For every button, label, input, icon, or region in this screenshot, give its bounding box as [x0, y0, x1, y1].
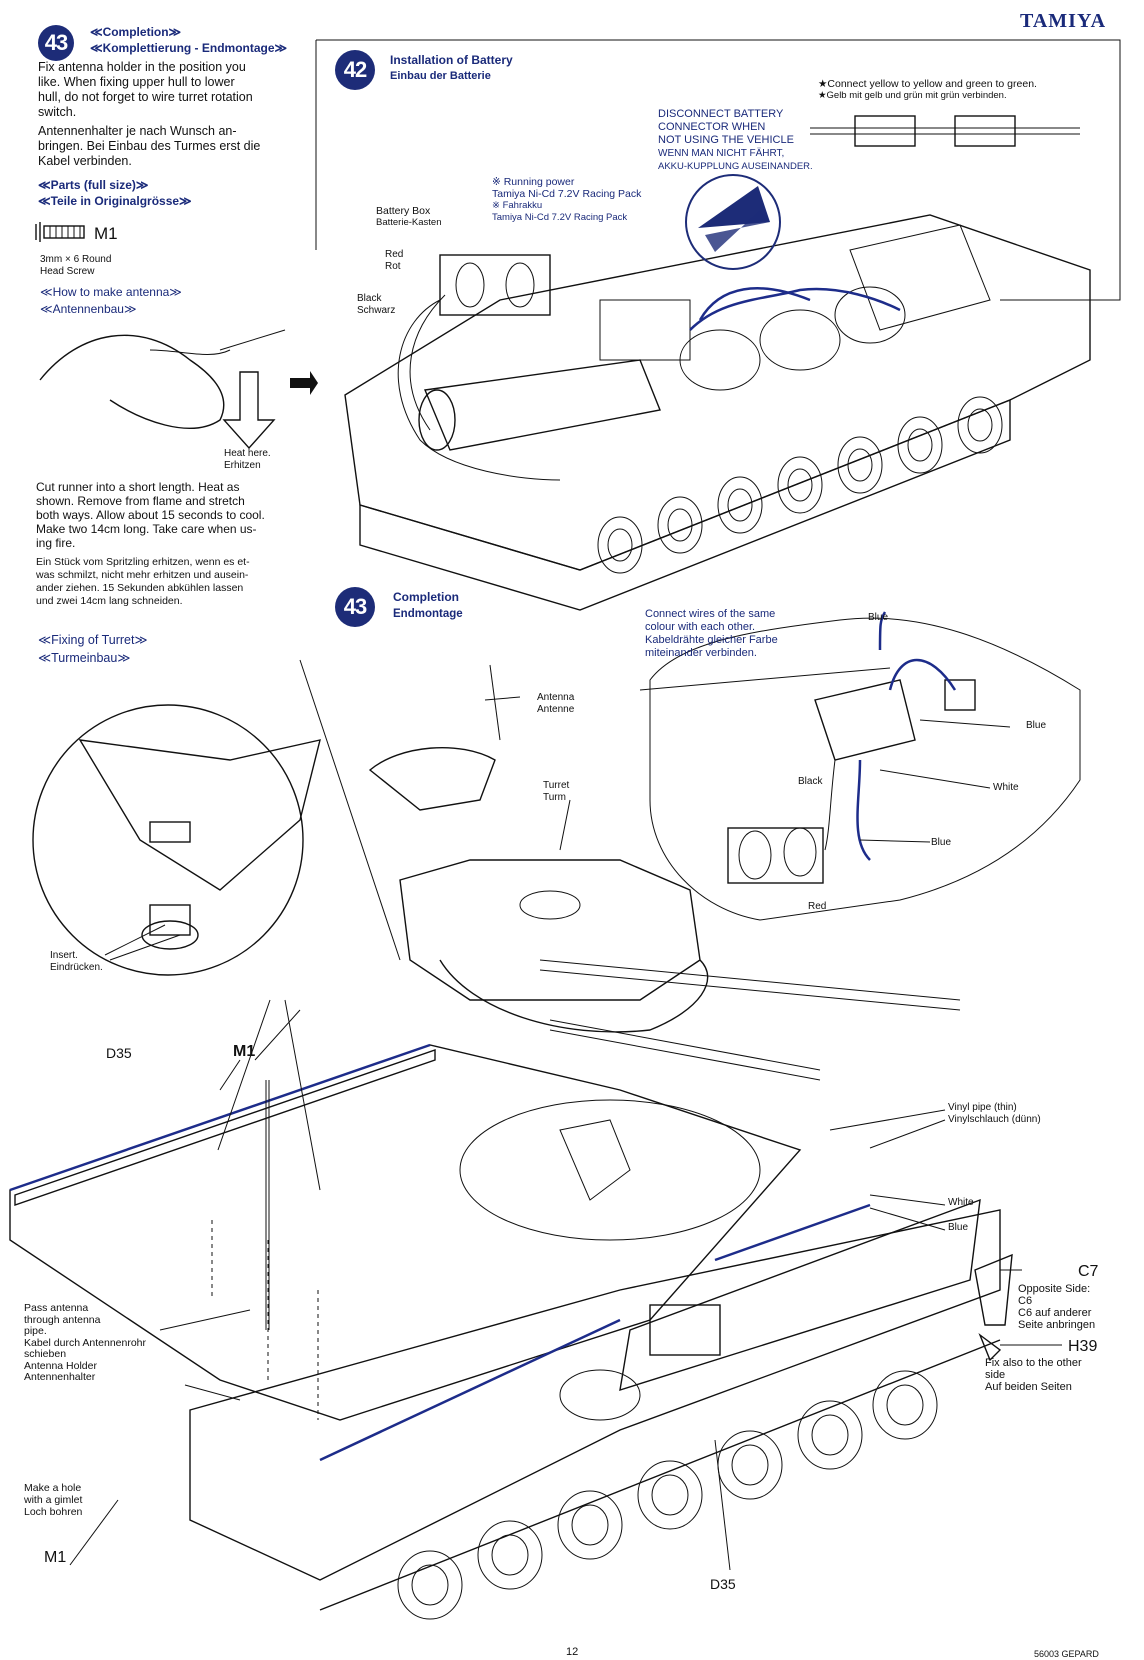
step43-title-de: Endmontage: [393, 608, 463, 620]
wiring-inset: [639, 611, 1081, 921]
upper-hull-drawing: [9, 1043, 981, 1462]
antenna-heading-de: ≪Antennenbau≫: [40, 302, 137, 316]
turret-drawing: [299, 659, 961, 1081]
lower-hull-step42: [344, 214, 1091, 611]
part-d35-bottom: D35: [710, 1576, 736, 1592]
screw-code: M1: [94, 224, 118, 243]
wire-red: Red: [808, 901, 827, 912]
connector-detail: [810, 115, 1080, 147]
left-title-en: ≪Completion≫: [90, 25, 182, 39]
cut-instructions-de: Ein Stück vom Spritzling erhitzen, wenn …: [36, 556, 250, 607]
part-m1-top: M1: [233, 1043, 256, 1060]
step42-title-de: Einbau der Batterie: [390, 70, 491, 82]
antenna-heading-en: ≪How to make antenna≫: [40, 285, 182, 299]
parts-heading-de: ≪Teile in Originalgrösse≫: [38, 194, 192, 208]
heat-here-label: Heat here.Erhitzen: [224, 448, 271, 471]
part-m1-bottom: M1: [44, 1549, 67, 1566]
turret-heading-de: ≪Turmeinbau≫: [38, 651, 131, 665]
turret-fixing-detail: [32, 704, 321, 976]
part-c7: C7: [1078, 1263, 1099, 1280]
parts-heading-en: ≪Parts (full size)≫: [38, 178, 149, 192]
antenna-stretch-sketch: [39, 329, 318, 450]
vinyl-pipe-label: Vinyl pipe (thin)Vinylschlauch (dünn): [948, 1102, 1041, 1125]
page-number: 12: [566, 1646, 579, 1658]
leader-lines: [69, 696, 1062, 1571]
step-badge-43: 43: [335, 587, 375, 627]
battery-arrow-icon: [685, 174, 781, 270]
step42-title-en: Installation of Battery: [390, 53, 513, 67]
insert-label: Insert.Eindrücken.: [50, 950, 103, 973]
connector-note: ★Connect yellow to yellow and green to g…: [818, 78, 1037, 101]
part-d35-top: D35: [106, 1045, 132, 1061]
brand-logo: TAMIYA: [1020, 10, 1107, 32]
c7-part: [974, 1253, 1013, 1326]
step43-title-en: Completion: [393, 590, 459, 604]
wire-black: Black: [798, 776, 823, 787]
wire-blue-lower: Blue: [931, 837, 952, 848]
part-h39: H39: [1068, 1338, 1098, 1355]
step-badge-42: 42: [335, 50, 375, 90]
lower-hull-step43: [189, 1209, 1001, 1620]
hull-blue-label: Blue: [948, 1222, 969, 1233]
turret-heading-en: ≪Fixing of Turret≫: [38, 633, 148, 647]
left-intro-de: Antennenhalter je nach Wunsch an-bringen…: [38, 124, 261, 168]
wire-blue-right: Blue: [1026, 720, 1047, 731]
hull-white-label: White: [948, 1197, 974, 1208]
step-badge-43-left: 43: [38, 25, 74, 61]
wire-blue-top: Blue: [868, 612, 889, 623]
screw-icon: [35, 221, 85, 242]
left-title-de: ≪Komplettierung - Endmontage≫: [90, 41, 288, 55]
footer-code: 56003 GEPARD: [1034, 1649, 1099, 1659]
wire-white: White: [993, 782, 1019, 793]
